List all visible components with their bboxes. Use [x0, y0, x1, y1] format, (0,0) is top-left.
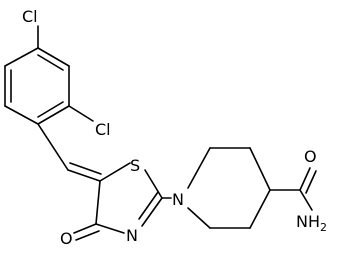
exocyclic-double-bond-inner	[69, 162, 102, 175]
ring-bond	[249, 147, 271, 191]
cl-top-label: Cl	[22, 7, 38, 26]
nh2-subscript: 2	[320, 221, 327, 234]
ring-bond	[144, 169, 163, 199]
ring-bond	[37, 47, 70, 67]
piperidine-ring	[187, 147, 271, 229]
carbonyl-double-bond	[75, 230, 100, 241]
piperidine-n-label: N	[172, 190, 184, 209]
ring-bond	[141, 197, 163, 227]
ring-bond	[187, 147, 211, 189]
cl-ring-bond	[68, 105, 94, 122]
ring-bond	[37, 105, 70, 125]
ring-bond	[95, 180, 101, 225]
ring-double-bond	[37, 54, 64, 71]
carbonyl-o-label: O	[60, 229, 73, 248]
benzylic-bond	[37, 123, 69, 171]
amide-n-bond	[299, 189, 313, 211]
ring-bond	[4, 47, 39, 67]
sulfur-label: S	[130, 156, 140, 175]
thiazole-n-label: N	[126, 226, 138, 245]
amide-o-label: O	[304, 147, 317, 166]
ring-bond	[249, 189, 271, 229]
ring-bond	[99, 162, 131, 182]
carbonyl-bond	[73, 223, 97, 234]
ring-bond	[95, 223, 125, 234]
dichlorophenyl-ring	[4, 47, 70, 125]
ring-bond	[4, 105, 39, 125]
ring-double-bond-cn	[138, 191, 159, 220]
ring-double-bond	[37, 101, 64, 118]
thiazolone-ring	[95, 162, 163, 234]
exocyclic-double-bond	[67, 169, 101, 182]
amide-carbonyl-bond	[299, 167, 311, 191]
ring-bond	[187, 207, 211, 229]
amide-carbonyl-double-bond	[305, 170, 317, 194]
amide-nh2-label: NH2	[296, 212, 327, 234]
nh2-text: NH	[296, 212, 320, 231]
cl-ring-label: Cl	[95, 120, 111, 139]
